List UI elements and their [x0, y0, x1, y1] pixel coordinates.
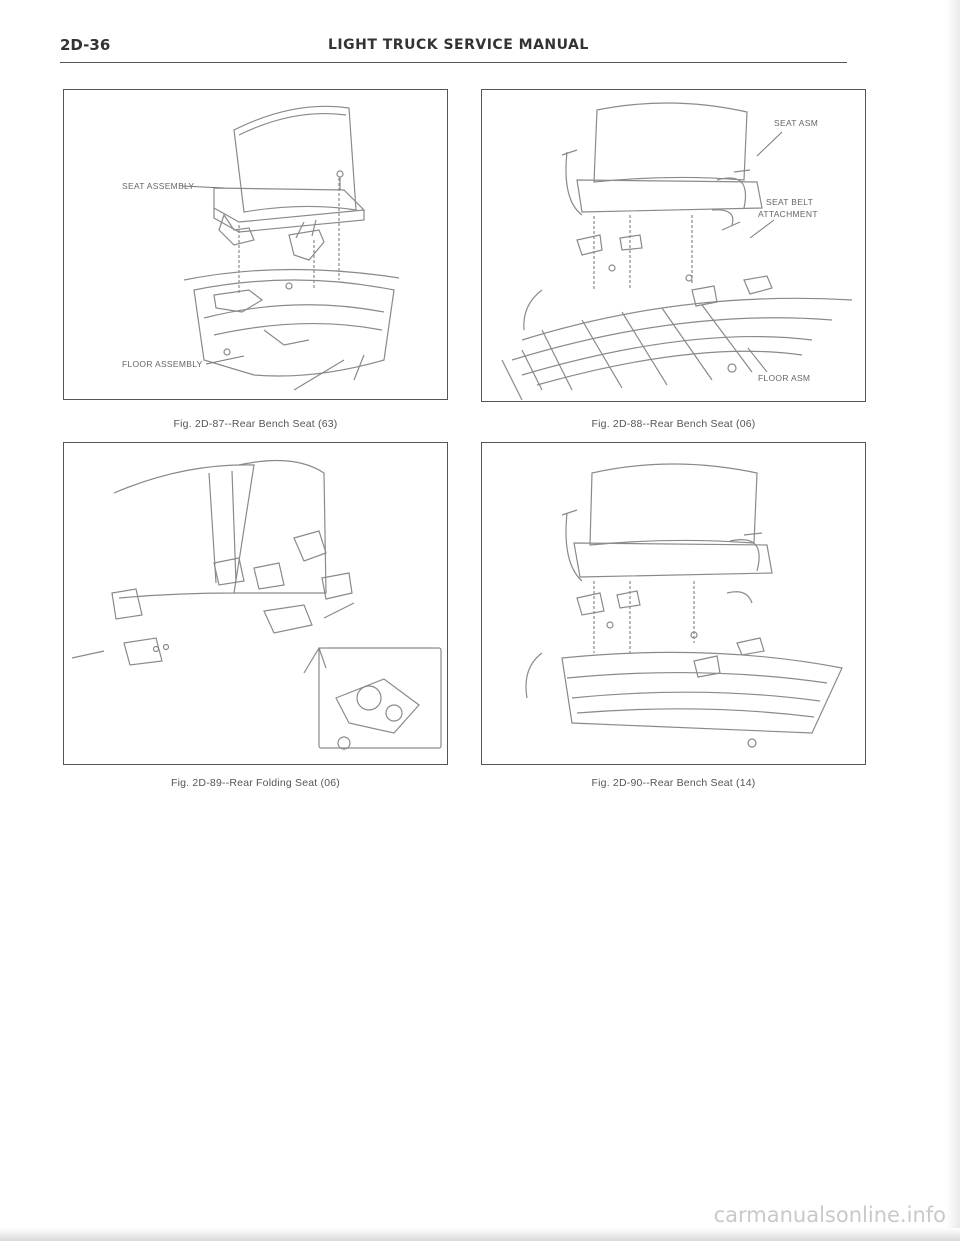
caption-2d-90: Fig. 2D-90--Rear Bench Seat (14) — [591, 777, 756, 789]
callout-seat-asm: SEAT ASM — [774, 118, 818, 128]
page-edge-shadow — [946, 0, 960, 1241]
caption-2d-87: Fig. 2D-87--Rear Bench Seat (63) — [173, 418, 338, 430]
figure-2d-90-illustration — [525, 463, 843, 748]
watermark: carmanualsonline.info — [713, 1203, 946, 1227]
figure-2d-89-illustration — [71, 459, 442, 750]
page-number: 2D-36 — [60, 36, 111, 54]
callout-attachment: ATTACHMENT — [758, 209, 818, 219]
figure-2d-90 — [481, 442, 866, 765]
page-header: 2D-36 LIGHT TRUCK SERVICE MANUAL — [60, 36, 850, 56]
figure-2d-88: SEAT ASM SEAT BELT ATTACHMENT FLOOR ASM — [481, 89, 866, 402]
callout-seat-assembly: SEAT ASSEMBLY — [122, 181, 194, 191]
figure-2d-89 — [63, 442, 448, 765]
callout-floor-assembly: FLOOR ASSEMBLY — [122, 359, 203, 369]
caption-2d-88: Fig. 2D-88--Rear Bench Seat (06) — [591, 418, 756, 430]
figure-2d-88-illustration: SEAT ASM SEAT BELT ATTACHMENT FLOOR ASM — [501, 102, 853, 401]
header-rule — [60, 62, 847, 63]
caption-2d-89: Fig. 2D-89--Rear Folding Seat (06) — [170, 777, 341, 789]
callout-leader — [205, 355, 245, 365]
callout-seat-belt: SEAT BELT — [766, 197, 813, 207]
callout-floor-asm: FLOOR ASM — [758, 373, 810, 383]
page-bottom-band — [0, 1228, 960, 1241]
figure-2d-87-illustration: SEAT ASSEMBLY FLOOR ASSEMBLY — [122, 105, 400, 391]
page-title: LIGHT TRUCK SERVICE MANUAL — [328, 37, 589, 53]
figure-2d-87: SEAT ASSEMBLY FLOOR ASSEMBLY — [63, 89, 448, 400]
callout-leader — [181, 185, 225, 189]
